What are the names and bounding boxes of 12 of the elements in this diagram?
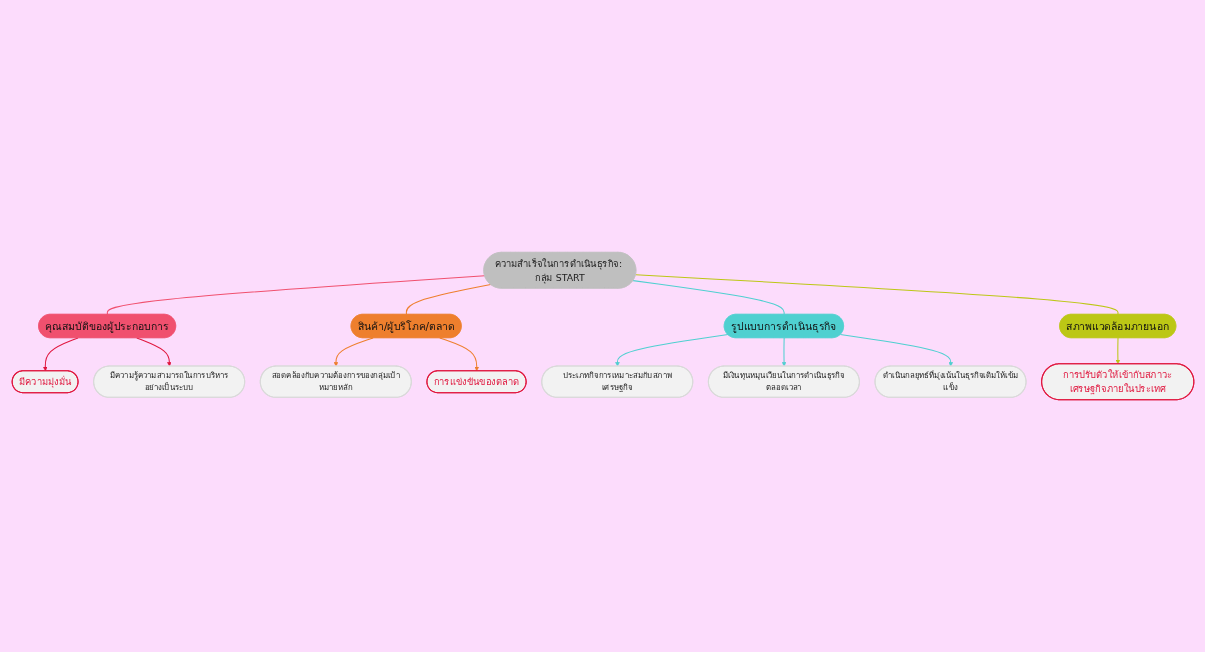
arrow — [1115, 337, 1120, 365]
arrow — [839, 334, 953, 367]
arrow — [438, 337, 479, 372]
arrow — [333, 337, 374, 367]
arrow — [42, 337, 79, 372]
arrow — [614, 334, 728, 367]
connector — [106, 275, 485, 316]
connector — [634, 274, 1118, 316]
connector — [405, 284, 491, 316]
connector — [632, 280, 785, 316]
arrow — [781, 337, 786, 367]
arrow — [135, 337, 172, 367]
